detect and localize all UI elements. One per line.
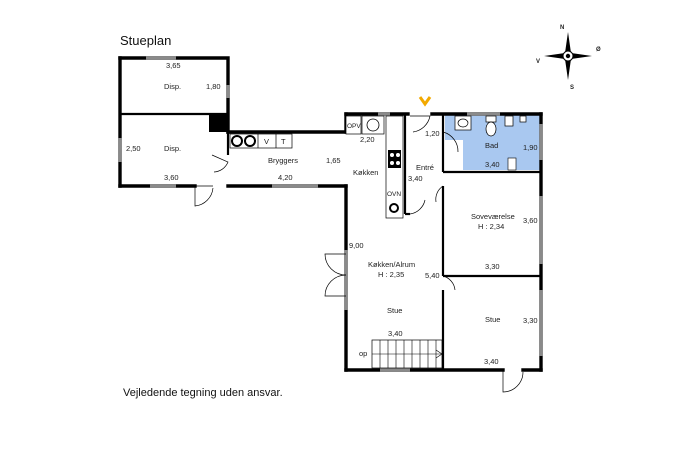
dim-2-50: 2,50 [126, 144, 141, 153]
plan-title: Stueplan [120, 33, 171, 48]
room-stue-left: Stue [387, 306, 402, 315]
compass-e: Ø [596, 47, 601, 53]
room-kokken-alrum-height: H : 2,35 [378, 270, 404, 279]
room-sovevaerelse-height: H : 2,34 [478, 222, 504, 231]
compass-n: N [560, 25, 564, 31]
dim-3-40-bad: 3,40 [485, 160, 500, 169]
room-bad: Bad [485, 141, 498, 150]
dim-4-20: 4,20 [278, 173, 293, 182]
dim-3-65: 3,65 [166, 61, 181, 70]
room-entre: Entré [416, 163, 434, 172]
dim-9-00: 9,00 [349, 241, 364, 250]
dim-2-20: 2,20 [360, 135, 375, 144]
dim-1-65: 1,65 [326, 156, 341, 165]
dim-1-80: 1,80 [206, 82, 221, 91]
room-disp-upper: Disp. [164, 82, 181, 91]
compass-w: V [536, 59, 540, 65]
compass-rose-icon [544, 32, 592, 80]
room-kokken: Køkken [353, 168, 378, 177]
fixture-ovn: OVN [387, 191, 401, 198]
sink-icon [361, 115, 385, 135]
dim-1-20: 1,20 [425, 129, 440, 138]
dim-3-40-stue: 3,40 [388, 329, 403, 338]
fixture-opv: OPV [347, 123, 361, 130]
dim-3-30-stue: 3,30 [523, 316, 538, 325]
dim-3-60-disp: 3,60 [164, 173, 179, 182]
room-stue-right: Stue [485, 315, 500, 324]
fixture-op: op [359, 349, 367, 358]
entry-marker-icon [418, 96, 432, 107]
doors [194, 115, 524, 393]
kitchen-counter [385, 115, 404, 219]
fixture-v: V [264, 137, 269, 146]
windows [118, 56, 543, 372]
bryggers-appliances [229, 133, 293, 149]
dim-3-30-sove: 3,30 [485, 262, 500, 271]
dim-1-90: 1,90 [523, 143, 538, 152]
dim-3-40-bottom: 3,40 [484, 357, 499, 366]
room-disp-lower: Disp. [164, 144, 181, 153]
room-kokken-alrum: Køkken/Alrum [368, 260, 415, 269]
bath-fixtures [454, 115, 527, 171]
fixture-t: T [281, 137, 286, 146]
room-sovevaerelse: Soveværelse [471, 212, 515, 221]
disclaimer: Vejledende tegning uden ansvar. [123, 387, 283, 399]
compass-s: S [570, 85, 574, 91]
annex-walls [118, 56, 348, 188]
stairs [371, 339, 443, 369]
dim-5-40: 5,40 [425, 271, 440, 280]
room-bryggers: Bryggers [268, 156, 298, 165]
dim-3-40-entre: 3,40 [408, 174, 423, 183]
dim-3-60-sove: 3,60 [523, 216, 538, 225]
